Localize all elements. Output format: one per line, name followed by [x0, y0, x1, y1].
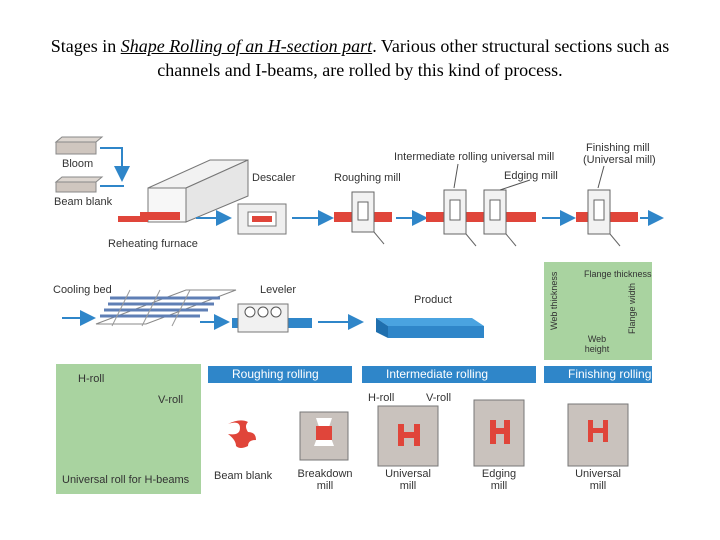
label-reheating-furnace: Reheating furnace — [108, 238, 198, 250]
label-flange-width: Flange width — [627, 282, 637, 334]
cooling-bed — [95, 289, 237, 327]
label-roughing-mill: Roughing mill — [334, 172, 401, 184]
label-edging-line1: Edging — [481, 468, 517, 480]
label-universal-mill-finishing: Universal mill — [575, 468, 621, 492]
label-finishing-mill: Finishing mill — [586, 142, 650, 154]
bloom-arrow — [100, 147, 130, 182]
label-web-height-line2: height — [584, 344, 610, 354]
label-universal-f-line2: mill — [589, 480, 607, 492]
figure-caption: Stages in Shape Rolling of an H-section … — [20, 34, 700, 82]
label-v-roll: V-roll — [158, 394, 184, 406]
label-universal-roll: Universal roll for H-beams — [62, 474, 190, 486]
intermediate-leader — [453, 163, 459, 189]
label-universal-line2: mill — [399, 480, 417, 492]
label-beam-blank-bottom: Beam blank — [214, 470, 273, 482]
finishing-universal-shape — [567, 403, 629, 467]
label-universal-mill-intermediate: Universal mill — [385, 468, 431, 492]
roughing-mill — [334, 191, 392, 245]
label-universal-line1: Universal — [385, 468, 431, 480]
caption-prefix: Stages in — [50, 36, 121, 56]
edging-leader — [499, 179, 531, 191]
label-breakdown-mill: Breakdown mill — [297, 468, 352, 492]
caption-link[interactable]: Shape Rolling of an H-section part — [120, 36, 373, 56]
finishing-leader — [597, 165, 605, 189]
label-breakdown-line1: Breakdown — [297, 468, 353, 480]
label-leveler: Leveler — [260, 284, 297, 296]
label-edging-mill-bottom: Edging mill — [482, 468, 516, 492]
label-universal-f-line1: Universal — [575, 468, 621, 480]
bloom-billet — [54, 136, 104, 155]
label-universal-mill: (Universal mill) — [583, 154, 656, 166]
edging-mill-shape — [473, 399, 525, 467]
label-intermediate-mill: Intermediate rolling universal mill — [394, 151, 555, 163]
label-product: Product — [414, 294, 452, 306]
label-beam-blank: Beam blank — [54, 196, 113, 208]
label-breakdown-line2: mill — [316, 480, 334, 492]
band-finishing: Finishing rolling — [544, 366, 652, 383]
label-h-roll-2: H-roll — [368, 392, 395, 404]
descaler — [237, 203, 287, 235]
label-bloom: Bloom — [62, 158, 94, 170]
finishing-mill — [576, 189, 638, 247]
band-roughing: Roughing rolling — [208, 366, 352, 383]
caption-suffix: . Various other structural sections such… — [157, 36, 670, 80]
label-web-height: Web height — [585, 334, 610, 354]
beam-blank-billet — [54, 176, 104, 193]
breakdown-mill-shape — [299, 411, 349, 461]
universal-roll-panel — [56, 364, 201, 494]
band-intermediate: Intermediate rolling — [362, 366, 536, 383]
leveler — [232, 303, 312, 333]
beam-blank-shape — [228, 420, 256, 448]
label-h-roll: H-roll — [78, 373, 105, 385]
reheating-furnace — [118, 159, 249, 223]
label-web-height-line1: Web — [587, 334, 607, 344]
label-descaler: Descaler — [252, 172, 296, 184]
label-flange-thickness: Flange thickness — [584, 269, 652, 279]
h-section-panel — [544, 262, 652, 360]
label-v-roll-2: V-roll — [426, 392, 452, 404]
intermediate-mill — [426, 189, 536, 247]
product-beam — [376, 318, 484, 338]
label-edging-line2: mill — [490, 480, 508, 492]
label-edging-mill: Edging mill — [504, 170, 558, 182]
label-web-thickness: Web thickness — [549, 271, 559, 330]
intermediate-universal-shape — [377, 405, 439, 467]
label-cooling-bed: Cooling bed — [53, 284, 112, 296]
